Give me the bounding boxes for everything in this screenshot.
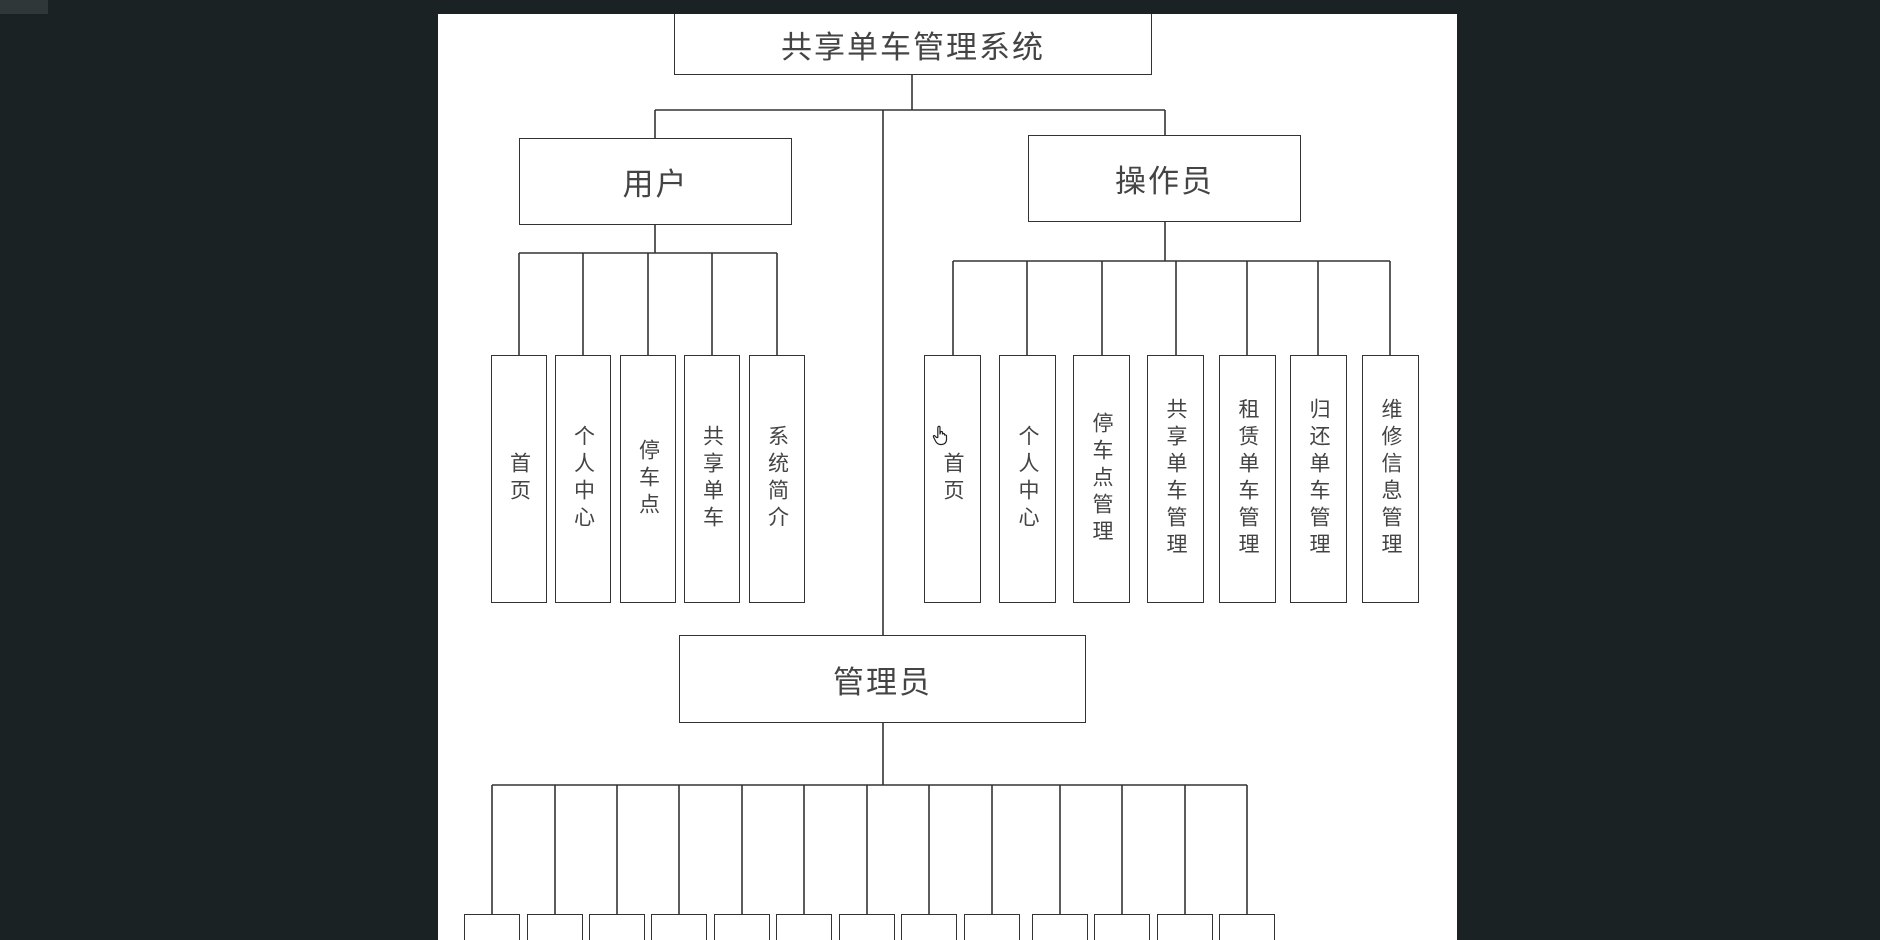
viewer-corner-tab[interactable] — [0, 0, 48, 14]
root-node-label: 共享单车管理系统 — [781, 30, 1045, 66]
user-function-label: 停车点 — [636, 438, 661, 520]
operator-function-node: 归还单车管理 — [1290, 355, 1347, 603]
admin-function-node — [776, 914, 832, 940]
user-function-node: 个人中心 — [555, 355, 611, 603]
admin-function-node — [527, 914, 583, 940]
hand-pointer-icon — [932, 425, 948, 446]
operator-function-label: 共享单车管理 — [1164, 398, 1188, 560]
operator-function-label: 停车点管理 — [1090, 411, 1114, 547]
operator-function-label: 租赁单车管理 — [1236, 398, 1260, 560]
user-function-node: 共享单车 — [684, 355, 740, 603]
diagram-page: 共享单车管理系统 用户 操作员 管理员 首页 个人中心 停车点 共享单车 系统简… — [438, 14, 1457, 940]
admin-function-node — [901, 914, 957, 940]
user-function-label: 首页 — [507, 452, 532, 506]
role-node-operator-label: 操作员 — [1115, 164, 1214, 200]
admin-function-node — [1032, 914, 1088, 940]
admin-function-node — [964, 914, 1020, 940]
user-function-node: 系统简介 — [749, 355, 805, 603]
admin-function-node — [1094, 914, 1150, 940]
root-node: 共享单车管理系统 — [674, 14, 1152, 75]
operator-function-node: 停车点管理 — [1073, 355, 1130, 603]
operator-function-label: 首页 — [941, 452, 965, 506]
role-node-admin-label: 管理员 — [833, 664, 932, 701]
connector-lines — [491, 75, 1391, 914]
admin-function-node — [464, 914, 520, 940]
admin-function-node — [1157, 914, 1213, 940]
admin-function-node — [589, 914, 645, 940]
admin-function-node — [1219, 914, 1275, 940]
user-function-label: 系统简介 — [765, 425, 790, 533]
user-function-node: 停车点 — [620, 355, 676, 603]
user-function-node: 首页 — [491, 355, 547, 603]
operator-function-node: 首页 — [924, 355, 981, 603]
operator-function-node: 共享单车管理 — [1147, 355, 1204, 603]
operator-function-label: 维修信息管理 — [1379, 398, 1403, 560]
user-function-label: 共享单车 — [700, 425, 725, 533]
role-node-operator: 操作员 — [1028, 135, 1301, 222]
operator-function-node: 租赁单车管理 — [1219, 355, 1276, 603]
admin-function-node — [839, 914, 895, 940]
admin-function-node — [651, 914, 707, 940]
role-node-user: 用户 — [519, 138, 792, 225]
operator-function-label: 个人中心 — [1016, 425, 1040, 533]
role-node-user-label: 用户 — [622, 167, 689, 203]
admin-function-node — [714, 914, 770, 940]
user-function-label: 个人中心 — [571, 425, 596, 533]
operator-function-node: 个人中心 — [999, 355, 1056, 603]
operator-function-label: 归还单车管理 — [1307, 398, 1331, 560]
operator-function-node: 维修信息管理 — [1362, 355, 1419, 603]
role-node-admin: 管理员 — [679, 635, 1086, 723]
